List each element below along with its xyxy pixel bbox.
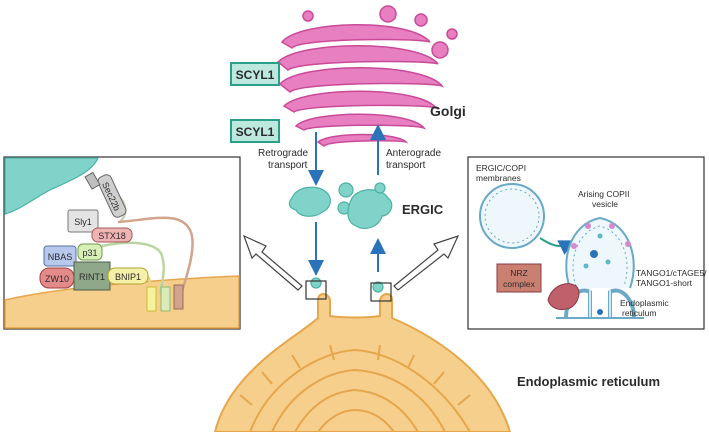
p31-label: p31 [82, 248, 97, 258]
scyl1-top-label: SCYL1 [236, 68, 275, 82]
ergic-copi-label-line1: ERGIC/COPI [476, 163, 526, 173]
bnip1-label: BNIP1 [115, 272, 141, 282]
scyl1-top-box: SCYL1 [230, 62, 280, 86]
er-panel-label-line1: Endoplasmic [620, 298, 669, 308]
scyl1-bottom-box: SCYL1 [230, 119, 280, 143]
rint1-label: RINT1 [79, 272, 105, 282]
retrograde-label-line1: Retrograde [258, 148, 308, 159]
endoplasmic-reticulum [213, 293, 512, 432]
copi-vesicle [479, 183, 545, 249]
nrz-label-line2: complex [503, 279, 535, 289]
ergic-label: ERGIC [402, 202, 444, 217]
copi-to-copii-arrow [539, 237, 576, 255]
anterograde-label-line2: transport [386, 160, 426, 171]
arising-copii-label-line1: Arising COPII [578, 189, 630, 199]
arising-copii-label-line2: vesicle [592, 199, 618, 209]
ergic-compartments [288, 182, 393, 293]
stx18-label: STX18 [98, 231, 126, 241]
sly1-label: Sly1 [74, 217, 92, 227]
copii-budding-site [547, 216, 644, 319]
callout-arrow-right [393, 234, 460, 291]
anterograde-label-line1: Anterograde [386, 148, 441, 159]
golgi-label: Golgi [430, 103, 466, 119]
retrograde-label-line2: transport [268, 160, 308, 171]
callout-arrow-left [242, 234, 303, 291]
ergic-copi-label-line2: membranes [476, 173, 521, 183]
zoom-square-left [305, 280, 327, 300]
left-panel: Sec22b Sly1 STX18 NBAS p31 ZW10 RINT1 BN… [3, 156, 241, 330]
zw10-label: ZW10 [45, 274, 69, 284]
tango-label-line2: TANGO1-short [636, 278, 693, 288]
zoom-square-right [370, 282, 392, 302]
scyl1-bottom-label: SCYL1 [236, 125, 275, 139]
er-panel-label-line2: reticulum [622, 308, 656, 318]
er-label: Endoplasmic reticulum [517, 374, 660, 389]
nbas-label: NBAS [48, 252, 73, 262]
golgi-apparatus [276, 5, 458, 147]
tango-label-line1: TANGO1/cTAGE5/ [636, 268, 707, 278]
right-panel: ERGIC/COPI membranes Arising COPII vesic… [467, 156, 707, 330]
nrz-label-line1: NRZ [510, 268, 527, 278]
